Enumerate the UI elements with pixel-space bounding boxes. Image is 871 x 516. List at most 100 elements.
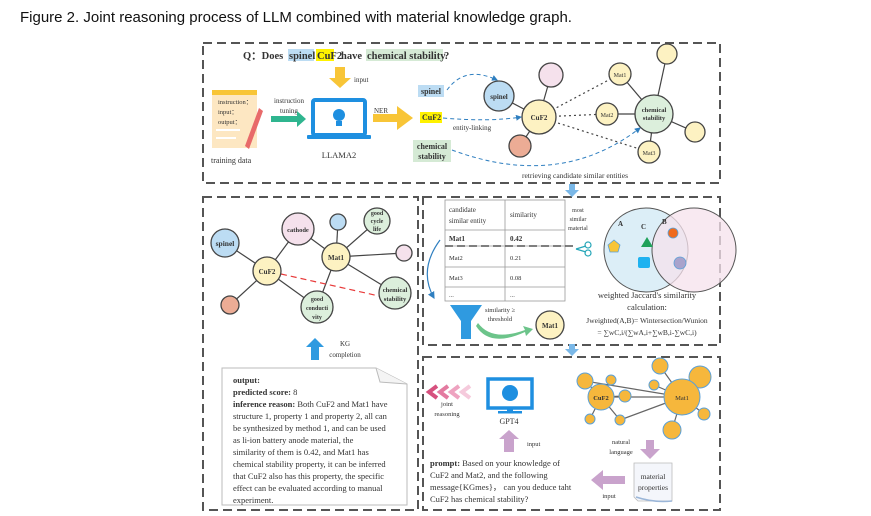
similarity-table	[444, 199, 566, 302]
green-arrow-icon	[476, 323, 533, 339]
entity-links	[442, 73, 641, 167]
instruction-tuning-label-2: tuning	[280, 107, 298, 115]
output-note	[221, 367, 408, 506]
doc-line-output: output：	[218, 119, 241, 126]
monitor-icon	[486, 377, 534, 414]
table-cell-similarity: 0.21	[510, 255, 521, 262]
table-header-entity-2: similar entity	[449, 217, 487, 225]
kg-node-cond-3: vity	[312, 315, 322, 321]
reason-line: structure 1, property 1 and property 2, …	[233, 411, 388, 421]
result-node	[535, 310, 565, 340]
panel-entity-retrieval	[202, 42, 721, 184]
entity-cuf2: CuF2	[422, 113, 441, 122]
kg-node-cycle-1: good	[371, 211, 384, 217]
kg-node-cathode: cathode	[287, 227, 309, 234]
material-properties-2: properties	[638, 483, 668, 492]
graph-node-mat1: Mat1	[675, 395, 689, 402]
node-chem-2: stability	[643, 115, 666, 122]
figure-caption: Figure 2. Joint reasoning process of LLM…	[20, 9, 572, 26]
kg-completion-label-2: completion	[329, 351, 361, 359]
question-mark: ?	[444, 51, 449, 62]
score-label: predicted score:	[233, 387, 291, 397]
entity-chem-1: chemical	[417, 142, 448, 151]
venn-diagram	[603, 207, 737, 293]
predicted-score: predicted score: 8	[233, 387, 297, 397]
prompt-line: prompt: Based on your knowledge of	[430, 458, 560, 468]
node-mat1: Mat1	[614, 73, 627, 79]
node-mat3: Mat3	[643, 151, 656, 157]
reason-label: inference reason:	[233, 399, 295, 409]
threshold-label-2: threshold	[488, 316, 513, 323]
tuning-arrow-icon	[271, 111, 306, 127]
input-label: input	[354, 76, 368, 84]
circle-icon	[667, 227, 679, 239]
entity-chem-2: stability	[418, 152, 446, 161]
input-label: input	[527, 441, 541, 448]
jaccard-line-4: = ∑wC,i/(∑wA,i+∑wB,i-∑wC,i)	[597, 328, 697, 337]
reason-line: Both CuF2 and Mat1 have	[297, 399, 387, 409]
graph-node-cuf2: CuF2	[593, 395, 609, 402]
panel-kg-completion	[202, 196, 419, 511]
reason-line: effect can be evaluated according to man…	[233, 483, 383, 493]
prompt-line: CuF2 and Mat2, and the following	[430, 470, 548, 480]
training-data-icon	[212, 90, 263, 149]
material-properties-1: material	[641, 472, 666, 481]
reason-line: experiment.	[233, 495, 273, 505]
doc-line-instruction: instruction：	[218, 99, 252, 106]
material-graph	[576, 357, 712, 440]
down-arrow-icon	[565, 184, 579, 197]
triangle-icon	[641, 237, 653, 247]
output-label: output:	[233, 375, 260, 385]
prompt-text: Based on your knowledge of	[462, 458, 560, 468]
question-spinel: spinel	[289, 51, 315, 62]
result-node-label: Mat1	[542, 322, 558, 330]
most-similar-3: material	[568, 226, 588, 232]
reason-line: as li-ion battery anode material, the	[233, 435, 354, 445]
input-arrow-icon	[329, 67, 351, 88]
natural-language-2: language	[609, 449, 633, 456]
kg-node-cycle-3: life	[373, 227, 381, 233]
kg-node-cuf2: CuF2	[259, 268, 276, 276]
funnel-icon	[450, 305, 482, 339]
joint-reasoning-1: joint	[440, 401, 453, 408]
jaccard-line-1: weighted Jaccard's similarity	[598, 290, 697, 300]
entity-linking-label: entity-linking	[453, 124, 492, 132]
kg-node-chem-1: chemical	[383, 287, 408, 294]
venn-label-c: C	[641, 223, 646, 231]
question-have: have	[341, 51, 362, 62]
question-cuf2: CuF2	[317, 51, 342, 62]
doc-line-input: input：	[218, 109, 238, 116]
venn-label-b: B	[662, 218, 667, 226]
input-arrow-icon	[499, 430, 519, 452]
kg-graph	[210, 207, 413, 324]
panel-reasoning	[422, 356, 721, 511]
node-mat2: Mat2	[601, 113, 614, 119]
question: Q：Does spinel CuF2 have chemical stabili…	[243, 49, 449, 62]
ner-label: NER	[374, 107, 388, 115]
score-value: 8	[293, 387, 297, 397]
kg-node-cond-1: good	[311, 297, 324, 303]
prompt-label: prompt:	[430, 458, 460, 468]
instruction-tuning-label-1: instruction	[274, 97, 304, 105]
table-header-entity-1: candidate	[449, 206, 476, 214]
table-cell-similarity: 0.08	[510, 275, 521, 282]
reason-line: that CuF2 also has this property, the sp…	[233, 471, 384, 481]
retrieval-graph	[483, 43, 706, 164]
reason-line: be synthesized by method 1, and can be u…	[233, 423, 386, 433]
question-chem: chemical stability	[367, 51, 446, 62]
chevrons-icon	[425, 384, 472, 400]
hexagon-icon	[673, 256, 687, 270]
document-icon	[633, 462, 673, 503]
scissors-icon	[575, 241, 592, 257]
kg-node-cond-2: conducti	[306, 306, 328, 312]
llm-name: LLAMA2	[322, 150, 356, 160]
kg-completion-label-1: KG	[340, 340, 350, 348]
down-arrow-icon	[640, 440, 660, 459]
table-cell-similarity: 0.42	[510, 235, 523, 243]
natural-language-1: natural	[612, 439, 630, 446]
inference-reason: inference reason: Both CuF2 and Mat1 hav…	[233, 399, 388, 409]
node-chem-1: chemical	[642, 107, 667, 114]
table-cell-entity: Mat3	[449, 275, 463, 282]
laptop-icon	[307, 98, 371, 139]
kg-node-spinel: spinel	[216, 239, 235, 248]
